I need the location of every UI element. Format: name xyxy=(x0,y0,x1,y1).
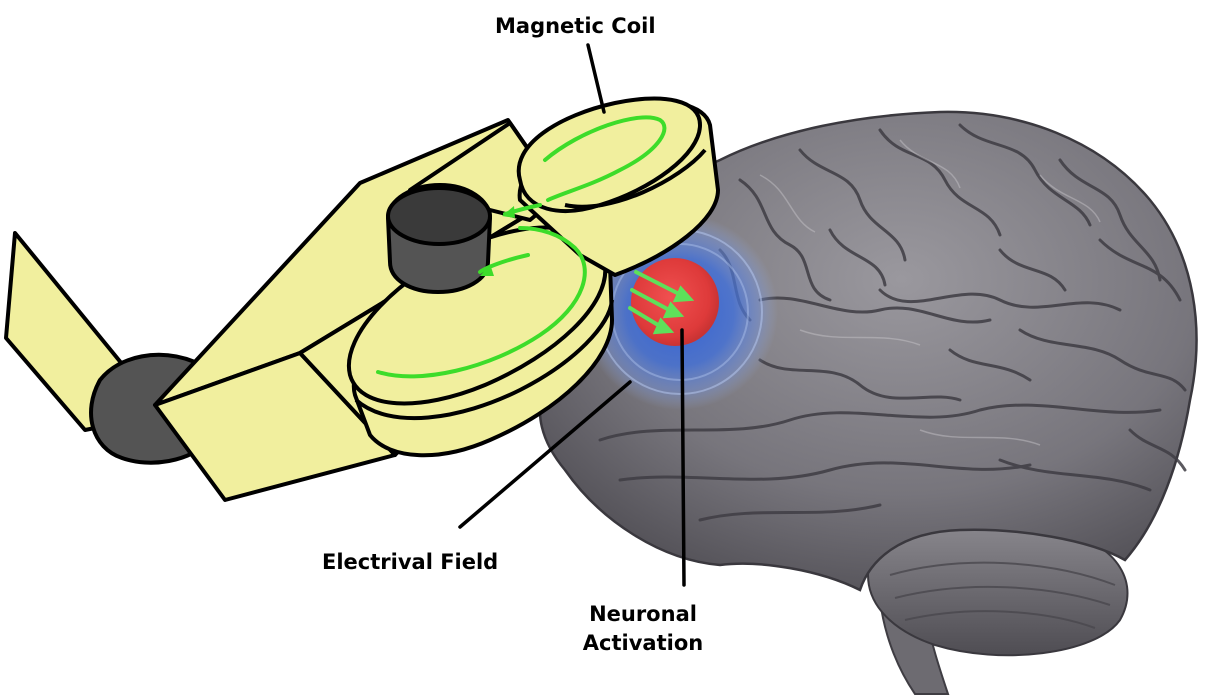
coil-knob-top xyxy=(388,188,490,244)
label-magnetic-coil: Magnetic Coil xyxy=(495,12,656,41)
label-neuronal-activation-line2: Activation xyxy=(558,629,728,658)
label-neuronal-activation: Neuronal Activation xyxy=(558,600,728,658)
label-electrical-field: Electrival Field xyxy=(322,548,498,577)
label-neuronal-activation-line1: Neuronal xyxy=(558,600,728,629)
leader-neuronal-activation xyxy=(682,330,684,585)
leader-magnetic-coil xyxy=(588,45,604,112)
